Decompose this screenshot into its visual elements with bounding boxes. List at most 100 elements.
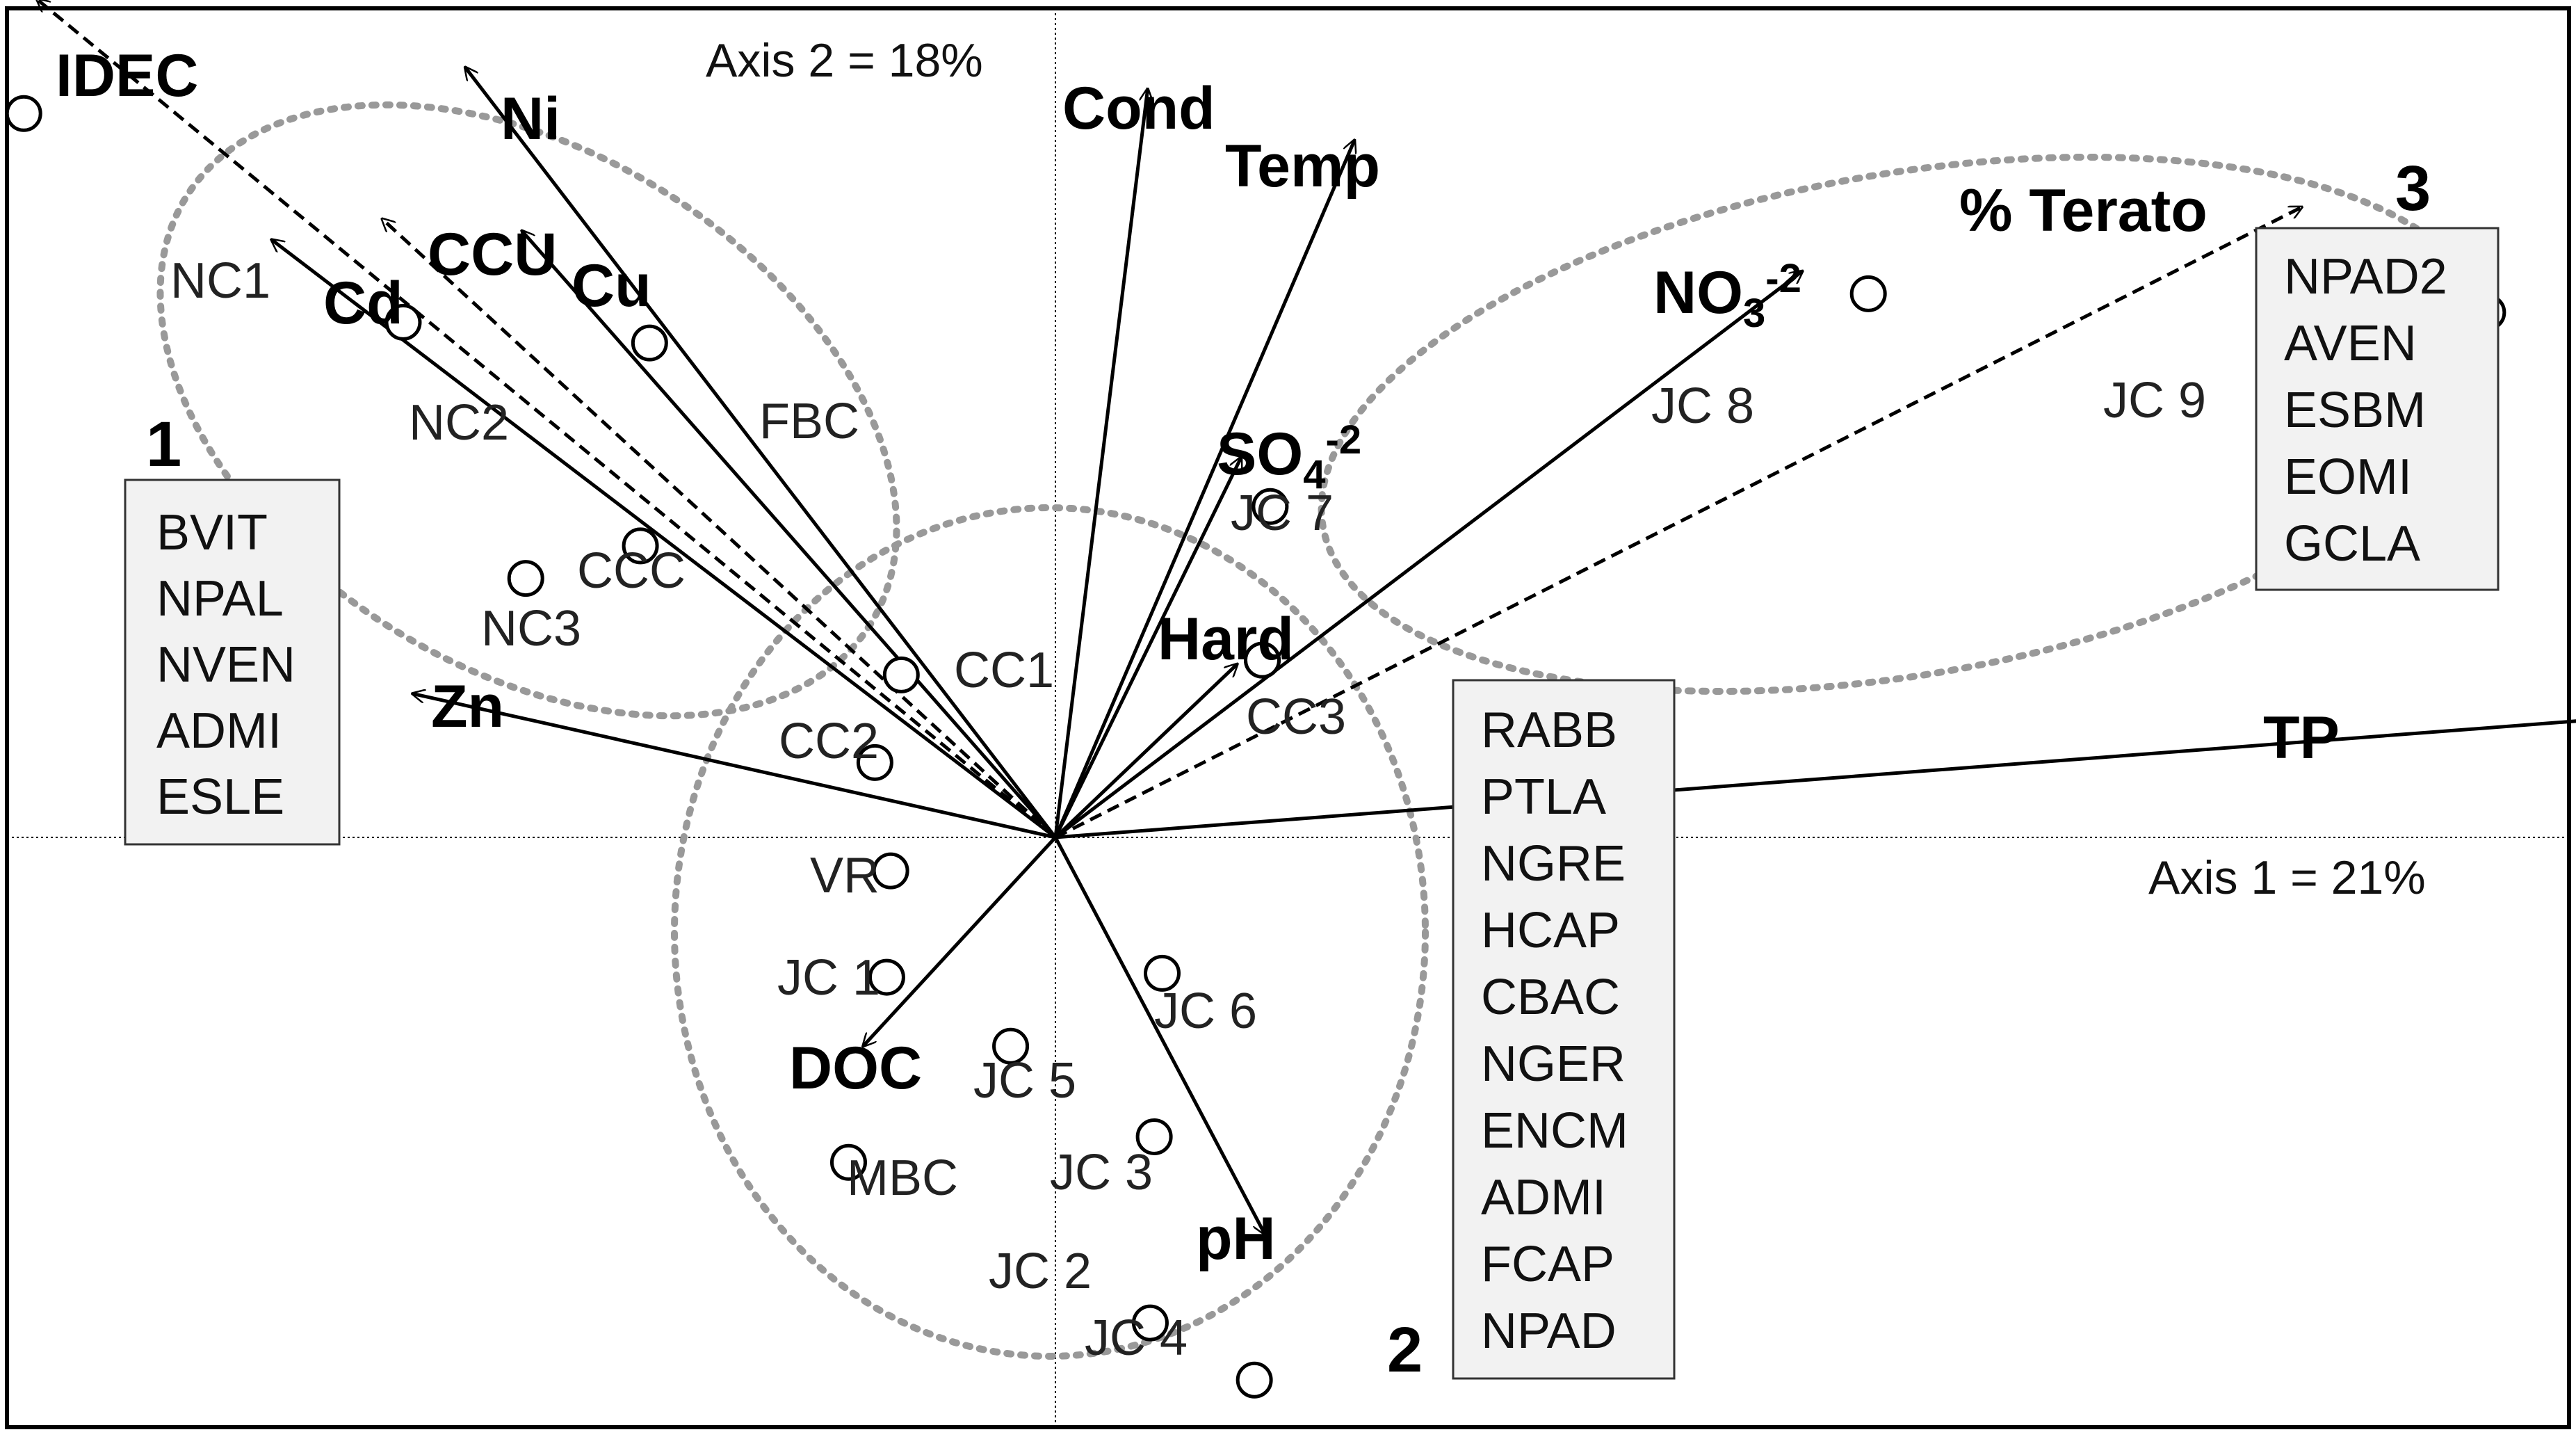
site-point-cc3: [1244, 641, 1281, 679]
vector-label-terato: % Terato: [1959, 177, 2208, 244]
vector-label-idec: IDEC: [56, 42, 198, 109]
site-label: CCC: [577, 543, 686, 599]
species-label: ADMI: [1481, 1170, 1606, 1225]
species-label: NPAD: [1481, 1303, 1617, 1359]
site-label: CC2: [779, 714, 879, 769]
site-point-nc3: [507, 560, 544, 597]
site-point-jc-3: [1135, 1118, 1173, 1155]
site-point-mbc: [829, 1143, 867, 1181]
site-point-nc2: [384, 303, 422, 341]
species-label: ENCM: [1481, 1103, 1628, 1159]
vector-arrow-temp: [1053, 140, 1354, 838]
site-point-jc-4: [1236, 1361, 1273, 1399]
site-label: MBC: [847, 1150, 958, 1206]
vector-label-ph: pH: [1196, 1205, 1276, 1272]
site-label: JC 6: [1154, 983, 1257, 1039]
vector-arrow-ccu: [382, 219, 1057, 839]
site-point-ccc: [622, 527, 659, 565]
species-label: NGER: [1481, 1036, 1626, 1092]
vector-arrow-tp: [1055, 719, 2576, 839]
group-2-species-box: RABB PTLA NGRE HCAP CBAC NGER ENCM ADMI …: [1452, 679, 1676, 1380]
site-label: JC 3: [1050, 1145, 1153, 1200]
vector-label-no3: NO3-2: [1653, 256, 1801, 336]
site-point-jc-2: [1131, 1304, 1169, 1342]
site-label: NC1: [170, 253, 270, 309]
vector-arrow-idec: [37, 0, 1057, 839]
species-label: GCLA: [2284, 516, 2420, 572]
species-label: NPAL: [156, 571, 284, 627]
sites-layer: [5, 95, 2506, 1399]
site-label: JC 7: [1231, 485, 1334, 541]
site-point-vr: [872, 852, 909, 890]
vector-arrow-zn: [412, 693, 1056, 839]
site-label: JC 9: [2103, 373, 2206, 428]
species-label: ESLE: [156, 769, 284, 825]
species-label: RABB: [1481, 702, 1617, 758]
vector-label-ccu: CCU: [428, 221, 557, 288]
site-point-jc-1: [868, 958, 905, 996]
vector-label-hard: Hard: [1158, 606, 1294, 673]
vector-arrow-no3-2: [1054, 271, 1802, 839]
species-label: PTLA: [1481, 769, 1606, 825]
site-label: FBC: [759, 394, 859, 449]
vector-label-so4: SO4-2: [1217, 417, 1361, 497]
group-1-number: 1: [146, 409, 181, 480]
species-label: ESBM: [2284, 383, 2426, 438]
vector-label-temp: Temp: [1225, 133, 1380, 200]
axis-2-label: Axis 2 = 18%: [706, 34, 983, 87]
species-label: NPAD2: [2284, 249, 2447, 305]
vectors-layer: [37, 0, 2576, 1235]
site-label: NC3: [481, 601, 581, 657]
species-label: EOMI: [2284, 449, 2412, 505]
vector-arrow-doc: [863, 836, 1057, 1046]
species-label: NGRE: [1481, 836, 1626, 892]
vector-arrow-cu: [522, 231, 1057, 839]
group-1-species-box: BVIT NPAL NVEN ADMI ESLE: [124, 479, 341, 846]
site-label: JC 8: [1651, 378, 1754, 434]
species-label: AVEN: [2284, 316, 2417, 371]
site-point-fbc: [631, 324, 668, 362]
site-label: JC 5: [973, 1053, 1076, 1109]
site-label: VR: [810, 848, 880, 903]
species-label: ADMI: [156, 703, 282, 759]
vector-arrow-ph: [1053, 836, 1265, 1235]
site-label: NC2: [409, 395, 509, 451]
species-label: NVEN: [156, 637, 295, 693]
site-point-jc-6: [1143, 954, 1181, 992]
site-label: JC 4: [1085, 1310, 1188, 1366]
vector-label-cu: Cu: [572, 252, 651, 319]
site-label: CC1: [954, 643, 1054, 698]
site-point-jc-5: [992, 1027, 1030, 1065]
site-label: JC 2: [989, 1244, 1092, 1299]
group-2-number: 2: [1387, 1315, 1423, 1385]
vector-label-tp: TP: [2263, 705, 2340, 771]
site-point-jc-8: [1849, 275, 1887, 312]
site-label: CC3: [1246, 689, 1346, 745]
vector-arrow-cond: [1053, 89, 1148, 838]
vector-arrow-so4-2: [1053, 457, 1241, 839]
vector-label-ni: Ni: [501, 86, 560, 152]
axis-1-label: Axis 1 = 21%: [2148, 851, 2426, 904]
site-point-cc1: [882, 656, 920, 693]
species-label: HCAP: [1481, 903, 1620, 958]
vector-label-cd: Cd: [323, 270, 403, 337]
vector-label-doc: DOC: [789, 1035, 922, 1102]
species-label: BVIT: [156, 505, 268, 561]
site-label: JC 1: [777, 950, 880, 1006]
vector-arrow-hard: [1054, 664, 1238, 839]
site-point-cc2: [856, 743, 893, 781]
site-point-nc1: [5, 95, 42, 132]
group-1-ellipse: [156, 101, 900, 720]
group-2-ellipse: [671, 504, 1429, 1360]
site-point-jc-7: [1251, 488, 1289, 525]
species-label: FCAP: [1481, 1237, 1614, 1292]
vector-label-cond: Cond: [1062, 75, 1215, 142]
vector-label-zn: Zn: [431, 673, 504, 740]
plot-frame: [5, 6, 2571, 1429]
vector-arrow-ni: [465, 67, 1057, 839]
species-label: CBAC: [1481, 970, 1620, 1025]
group-3-number: 3: [2395, 153, 2431, 224]
group-3-species-box: NPAD2 AVEN ESBM EOMI GCLA: [2255, 227, 2500, 591]
